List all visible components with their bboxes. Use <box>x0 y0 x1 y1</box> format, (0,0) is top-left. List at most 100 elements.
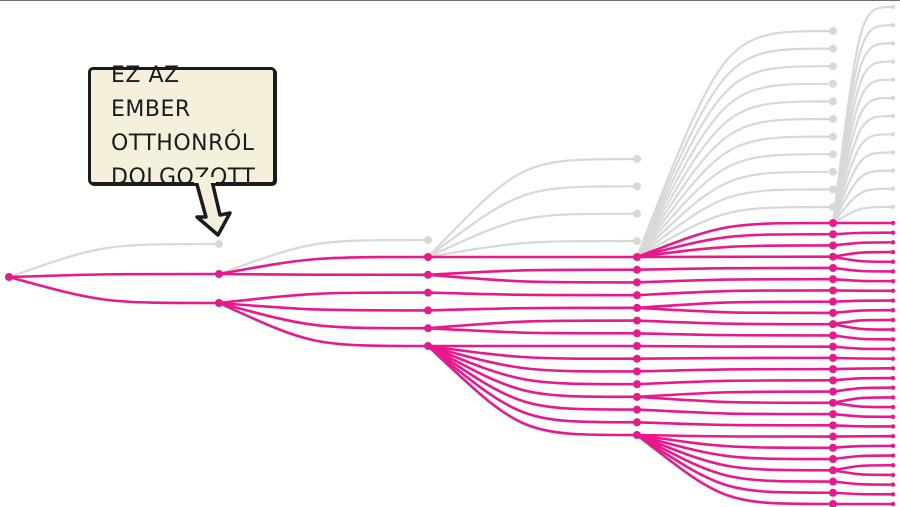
healthy-person-node <box>829 27 837 35</box>
infected-link <box>833 482 893 485</box>
infected-person-node <box>829 466 837 474</box>
infected-person-node <box>891 298 895 302</box>
infected-person-node <box>891 260 895 264</box>
infected-link <box>219 293 428 303</box>
infected-link <box>9 277 219 303</box>
infected-person-node <box>424 289 432 297</box>
healthy-person-node <box>633 155 641 163</box>
infected-person-node <box>633 304 641 312</box>
infected-person-node <box>829 253 837 261</box>
infected-link <box>833 456 893 459</box>
infected-link <box>637 392 833 397</box>
infected-link <box>833 414 893 417</box>
infected-person-node <box>829 286 837 294</box>
infected-person-node <box>891 463 895 467</box>
speech-bubble-line-3: DOLGOZOTT <box>111 161 259 195</box>
infected-person-node <box>829 478 837 486</box>
infected-person-node <box>829 365 837 373</box>
healthy-person-node <box>891 150 895 154</box>
infected-person-node <box>5 273 13 281</box>
infected-link <box>833 320 893 324</box>
healthy-person-node <box>215 240 223 248</box>
infected-person-node <box>891 221 895 225</box>
infected-person-node <box>829 241 837 249</box>
healthy-person-node <box>891 59 895 63</box>
speech-bubble: EZ AZ EMBER OTTHONRÓL DOLGOZOTT <box>88 67 276 185</box>
infected-link <box>637 397 833 403</box>
infected-link <box>833 252 893 257</box>
healthy-person-node <box>829 62 837 70</box>
infected-person-node <box>424 306 432 314</box>
infected-person-node <box>891 327 895 331</box>
infected-link <box>428 308 637 311</box>
infected-person-node <box>829 410 837 418</box>
infected-person-node <box>891 269 895 273</box>
healthy-person-node <box>424 236 432 244</box>
infected-person-node <box>633 355 641 363</box>
infected-person-node <box>891 405 895 409</box>
infected-person-node <box>633 367 641 375</box>
infected-link <box>833 368 893 369</box>
infected-person-node <box>891 492 895 496</box>
infected-link <box>219 303 428 328</box>
infected-person-node <box>891 482 895 486</box>
infected-person-node <box>891 289 895 293</box>
infected-link <box>637 333 833 335</box>
infected-link <box>428 346 637 384</box>
infected-link <box>428 328 637 333</box>
infected-link <box>428 275 637 283</box>
infected-person-node <box>424 342 432 350</box>
infected-person-node <box>829 376 837 384</box>
speech-bubble-tail-icon <box>190 177 236 239</box>
infected-link <box>833 335 893 339</box>
infected-link <box>833 388 893 392</box>
healthy-person-node <box>829 80 837 88</box>
healthy-person-node <box>829 97 837 105</box>
infected-person-node <box>215 270 223 278</box>
infected-links <box>9 223 893 504</box>
infected-person-node <box>633 317 641 325</box>
infected-person-node <box>891 356 895 360</box>
infected-link <box>833 465 893 470</box>
speech-bubble-line-2: OTTHONRÓL <box>111 127 259 161</box>
infected-link <box>833 257 893 262</box>
infected-person-node <box>891 240 895 244</box>
infected-person-node <box>829 343 837 351</box>
infected-link <box>9 274 219 277</box>
infected-person-node <box>829 388 837 396</box>
healthy-person-node <box>891 78 895 82</box>
infected-link <box>833 310 893 313</box>
infected-person-node <box>829 354 837 362</box>
healthy-link <box>637 84 833 257</box>
infected-link <box>637 268 833 270</box>
infected-person-node <box>829 219 837 227</box>
healthy-person-node <box>829 150 837 158</box>
infected-person-node <box>424 324 432 332</box>
infected-person-node <box>891 386 895 390</box>
healthy-person-node <box>891 96 895 100</box>
infected-link <box>833 268 893 271</box>
healthy-person-node <box>829 133 837 141</box>
infected-person-node <box>633 329 641 337</box>
infected-person-node <box>891 473 895 477</box>
infected-person-node <box>215 299 223 307</box>
infected-link <box>833 425 893 426</box>
healthy-person-node <box>891 5 895 9</box>
infected-person-node <box>891 308 895 312</box>
infected-link <box>637 302 833 308</box>
infected-link <box>637 290 833 295</box>
infected-link <box>637 358 833 359</box>
healthy-person-node <box>891 132 895 136</box>
healthy-person-node <box>829 45 837 53</box>
infected-person-node <box>633 291 641 299</box>
infected-link <box>637 422 833 425</box>
infected-link <box>637 435 833 437</box>
infected-person-node <box>829 399 837 407</box>
infected-person-node <box>891 279 895 283</box>
infected-person-node <box>891 395 895 399</box>
infected-person-node <box>829 331 837 339</box>
healthy-person-node <box>891 205 895 209</box>
infected-person-node <box>891 376 895 380</box>
infected-person-node <box>633 266 641 274</box>
